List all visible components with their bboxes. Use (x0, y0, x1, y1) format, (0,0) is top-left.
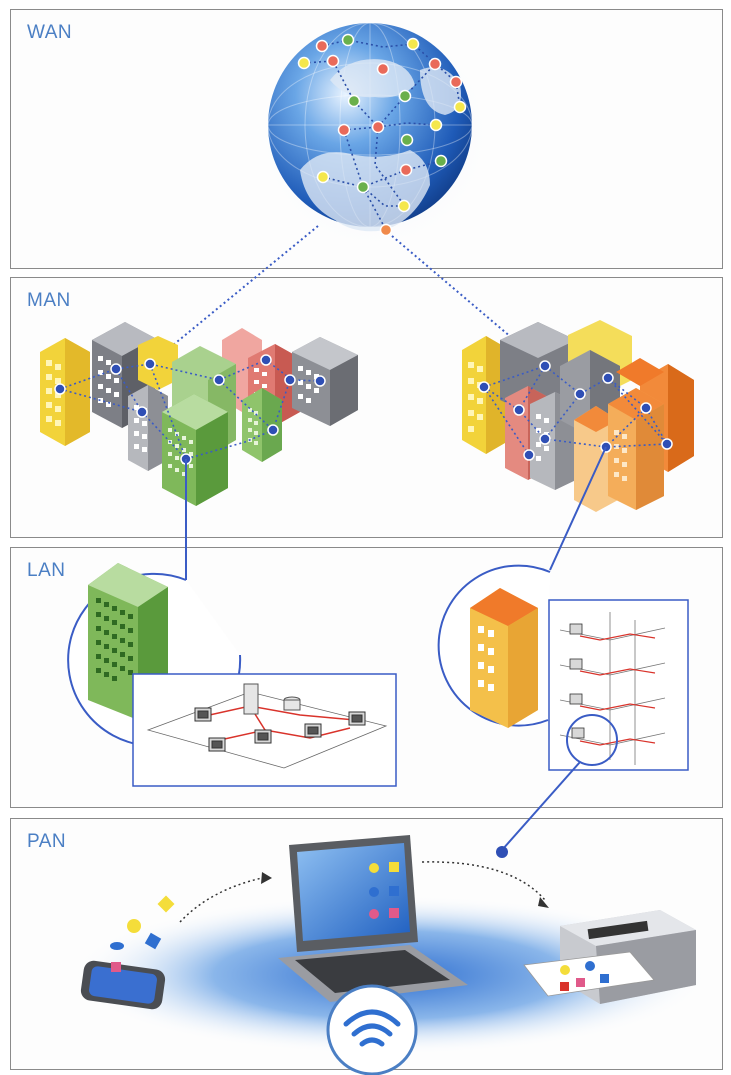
lan-right (437, 564, 689, 858)
wan-label: WAN (27, 22, 73, 43)
globe-icon (256, 15, 492, 251)
wan-man-links (149, 225, 546, 367)
pan-label: PAN (27, 831, 67, 852)
man-lan-links (185, 446, 607, 580)
computer-icon (348, 711, 366, 726)
computer-icon (304, 723, 322, 738)
office-building-icon (470, 588, 538, 728)
office-building-icon (40, 338, 90, 446)
computer-icon (569, 693, 583, 705)
office-building-icon (242, 388, 282, 462)
server-icon (243, 683, 301, 715)
lan-left (67, 563, 397, 787)
lan-label: LAN (27, 560, 66, 581)
office-building-icon (162, 394, 228, 506)
man-label: MAN (27, 290, 71, 311)
office-building-icon (128, 385, 168, 471)
city-cluster-left (40, 322, 358, 506)
computer-icon (194, 707, 212, 722)
laptop-screen-icons (369, 862, 399, 919)
computer-icon (571, 727, 585, 739)
printer-icon (523, 910, 696, 1004)
office-building-icon (574, 358, 664, 512)
wifi-icon (326, 984, 418, 1075)
laptop-icon (278, 835, 468, 1002)
computer-icon (254, 729, 272, 744)
computer-icon (569, 623, 583, 635)
computer-icon (569, 658, 583, 670)
smartphone-icon (80, 960, 166, 1010)
computer-icon (208, 737, 226, 752)
data-shapes (110, 895, 175, 950)
pan-scene (70, 835, 710, 1075)
city-cluster-right (462, 320, 694, 512)
